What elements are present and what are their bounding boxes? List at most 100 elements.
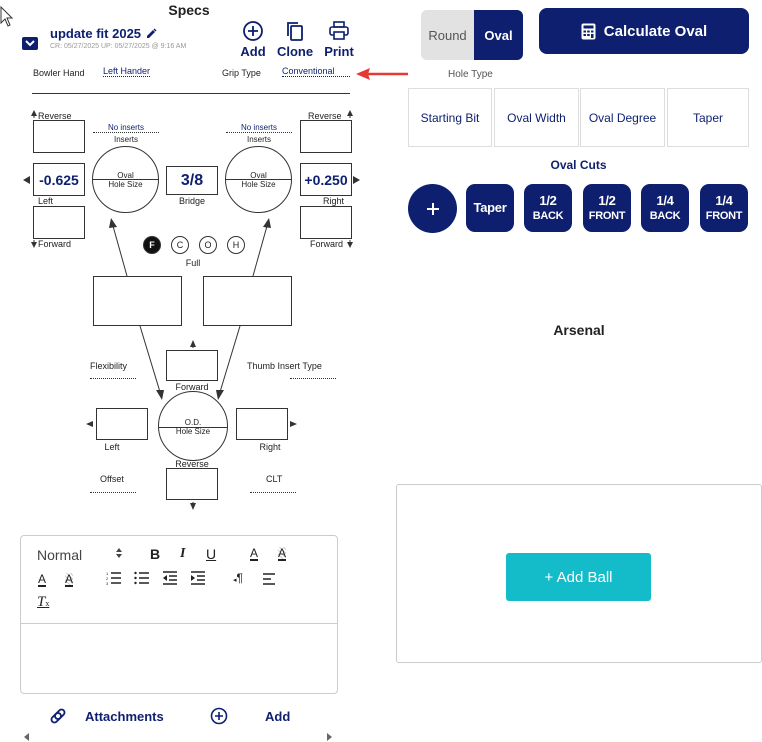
scroll-right-arrow[interactable] xyxy=(327,733,332,741)
grip-type-value[interactable]: Conventional xyxy=(282,66,350,77)
cut-taper-button[interactable]: Taper xyxy=(466,184,514,232)
left-value: -0.625 xyxy=(39,171,79,188)
hole-type-taper[interactable]: Taper xyxy=(667,88,749,147)
right-finger-box[interactable] xyxy=(203,276,292,326)
grip-option-o[interactable]: O xyxy=(199,236,217,254)
text-color-button-2[interactable]: A xyxy=(38,572,47,587)
format-select[interactable]: Normal xyxy=(37,547,123,563)
scroll-left-arrow[interactable] xyxy=(24,733,29,741)
cut-quarter-front-top: 1/4 xyxy=(715,192,733,208)
thumb-insert-label: Thumb Insert Type xyxy=(247,361,322,371)
hole-type-starting-bit[interactable]: Starting Bit xyxy=(408,88,492,147)
pencil-icon[interactable] xyxy=(146,28,157,39)
calculate-oval-label: Calculate Oval xyxy=(603,22,708,40)
hole-type-oval-degree[interactable]: Oval Degree xyxy=(580,88,665,147)
right-forward-box[interactable] xyxy=(300,206,352,239)
left-label: Left xyxy=(38,196,54,206)
clt-field[interactable] xyxy=(250,492,296,493)
right-inserts-label: Inserts xyxy=(246,135,271,144)
background-color-button-2[interactable]: A xyxy=(65,572,74,587)
right-finger-hole[interactable]: Oval Hole Size xyxy=(225,146,292,213)
collapse-button[interactable] xyxy=(22,37,38,50)
link-icon[interactable] xyxy=(48,706,68,726)
add-attachment-label[interactable]: Add xyxy=(265,709,291,724)
outdent-icon[interactable] xyxy=(162,571,178,585)
underline-button[interactable]: U xyxy=(206,546,217,562)
thumb-insert-field[interactable] xyxy=(290,378,336,379)
bridge-box[interactable]: 3/8 xyxy=(166,166,218,195)
add-cut-button[interactable] xyxy=(408,184,457,233)
hole-type-oval-width[interactable]: Oval Width xyxy=(494,88,579,147)
grip-option-c[interactable]: C xyxy=(171,236,189,254)
cut-taper-top: Taper xyxy=(473,200,507,216)
notes-editor xyxy=(20,535,338,694)
add-ball-button[interactable]: + Add Ball xyxy=(506,553,651,601)
left-forward-label: Forward xyxy=(38,239,72,249)
thumb-left-label: Left xyxy=(104,442,120,452)
clt-label: CLT xyxy=(266,474,283,484)
spec-name[interactable]: update fit 2025 xyxy=(50,26,157,41)
copy-icon xyxy=(287,22,303,41)
text-direction-button[interactable]: ◂¶ xyxy=(233,571,243,585)
grip-option-h[interactable]: H xyxy=(227,236,245,254)
clear-format-button[interactable]: Tx xyxy=(37,594,50,610)
plus-icon xyxy=(426,202,439,215)
diagram-lines xyxy=(23,110,360,510)
bridge-value: 3/8 xyxy=(180,171,204,189)
print-button[interactable]: Print xyxy=(322,20,356,59)
thumb-left-box[interactable] xyxy=(96,408,148,440)
shape-oval-toggle[interactable]: Oval xyxy=(474,10,523,60)
left-value-box[interactable]: -0.625 xyxy=(33,163,85,196)
bold-button[interactable]: B xyxy=(150,546,161,562)
background-color-button[interactable]: A xyxy=(278,546,287,561)
add-ball-label: + Add Ball xyxy=(544,568,613,586)
cut-half-front-top: 1/2 xyxy=(598,192,616,208)
grip-option-f[interactable]: F xyxy=(143,236,161,254)
cut-half-back-bottom: BACK xyxy=(532,210,564,223)
right-no-inserts[interactable]: No inserts xyxy=(226,123,292,133)
flexibility-field[interactable] xyxy=(90,378,136,379)
pilcrow-glyph: ¶ xyxy=(236,571,243,585)
shape-round-toggle[interactable]: Round xyxy=(421,10,474,60)
left-reverse-label: Reverse xyxy=(38,111,72,121)
align-icon[interactable] xyxy=(262,573,276,585)
left-forward-box[interactable] xyxy=(33,206,85,239)
add-button[interactable]: Add xyxy=(238,20,268,59)
right-reverse-box[interactable] xyxy=(300,120,352,153)
thumb-hole[interactable]: O.D. Hole Size xyxy=(158,391,228,461)
indent-icon[interactable] xyxy=(190,571,206,585)
cut-half-back-top: 1/2 xyxy=(539,192,557,208)
thumb-right-box[interactable] xyxy=(236,408,288,440)
bowler-hand-label: Bowler Hand xyxy=(33,68,85,78)
printer-icon xyxy=(329,21,349,40)
right-forward-label: Forward xyxy=(310,239,344,249)
thumb-forward-box[interactable] xyxy=(166,350,218,381)
editor-content[interactable] xyxy=(21,624,337,693)
oval-degree-label: Oval Degree xyxy=(588,110,657,125)
calculate-oval-button[interactable]: Calculate Oval xyxy=(539,8,749,54)
format-select-value: Normal xyxy=(37,547,83,563)
italic-button[interactable]: I xyxy=(180,546,186,561)
add-label: Add xyxy=(240,44,266,59)
left-no-inserts[interactable]: No inserts xyxy=(93,123,159,133)
hole-type-label: Hole Type xyxy=(448,69,493,80)
oval-label: Oval xyxy=(484,27,513,43)
add-attachment-icon[interactable] xyxy=(210,707,228,725)
ordered-list-icon[interactable]: 123 xyxy=(106,571,122,585)
attachments-label[interactable]: Attachments xyxy=(85,709,164,724)
text-color-button[interactable]: A xyxy=(250,546,259,561)
left-reverse-box[interactable] xyxy=(33,120,85,153)
left-finger-hole[interactable]: Oval Hole Size xyxy=(92,146,159,213)
right-label: Right xyxy=(323,196,345,206)
offset-field[interactable] xyxy=(90,492,136,493)
right-value-box[interactable]: +0.250 xyxy=(300,163,352,196)
thumb-reverse-box[interactable] xyxy=(166,468,218,500)
clone-button[interactable]: Clone xyxy=(276,20,314,59)
bowler-hand-value[interactable]: Left Hander xyxy=(103,66,151,77)
bullet-list-icon[interactable] xyxy=(134,571,150,585)
left-finger-box[interactable] xyxy=(93,276,182,326)
